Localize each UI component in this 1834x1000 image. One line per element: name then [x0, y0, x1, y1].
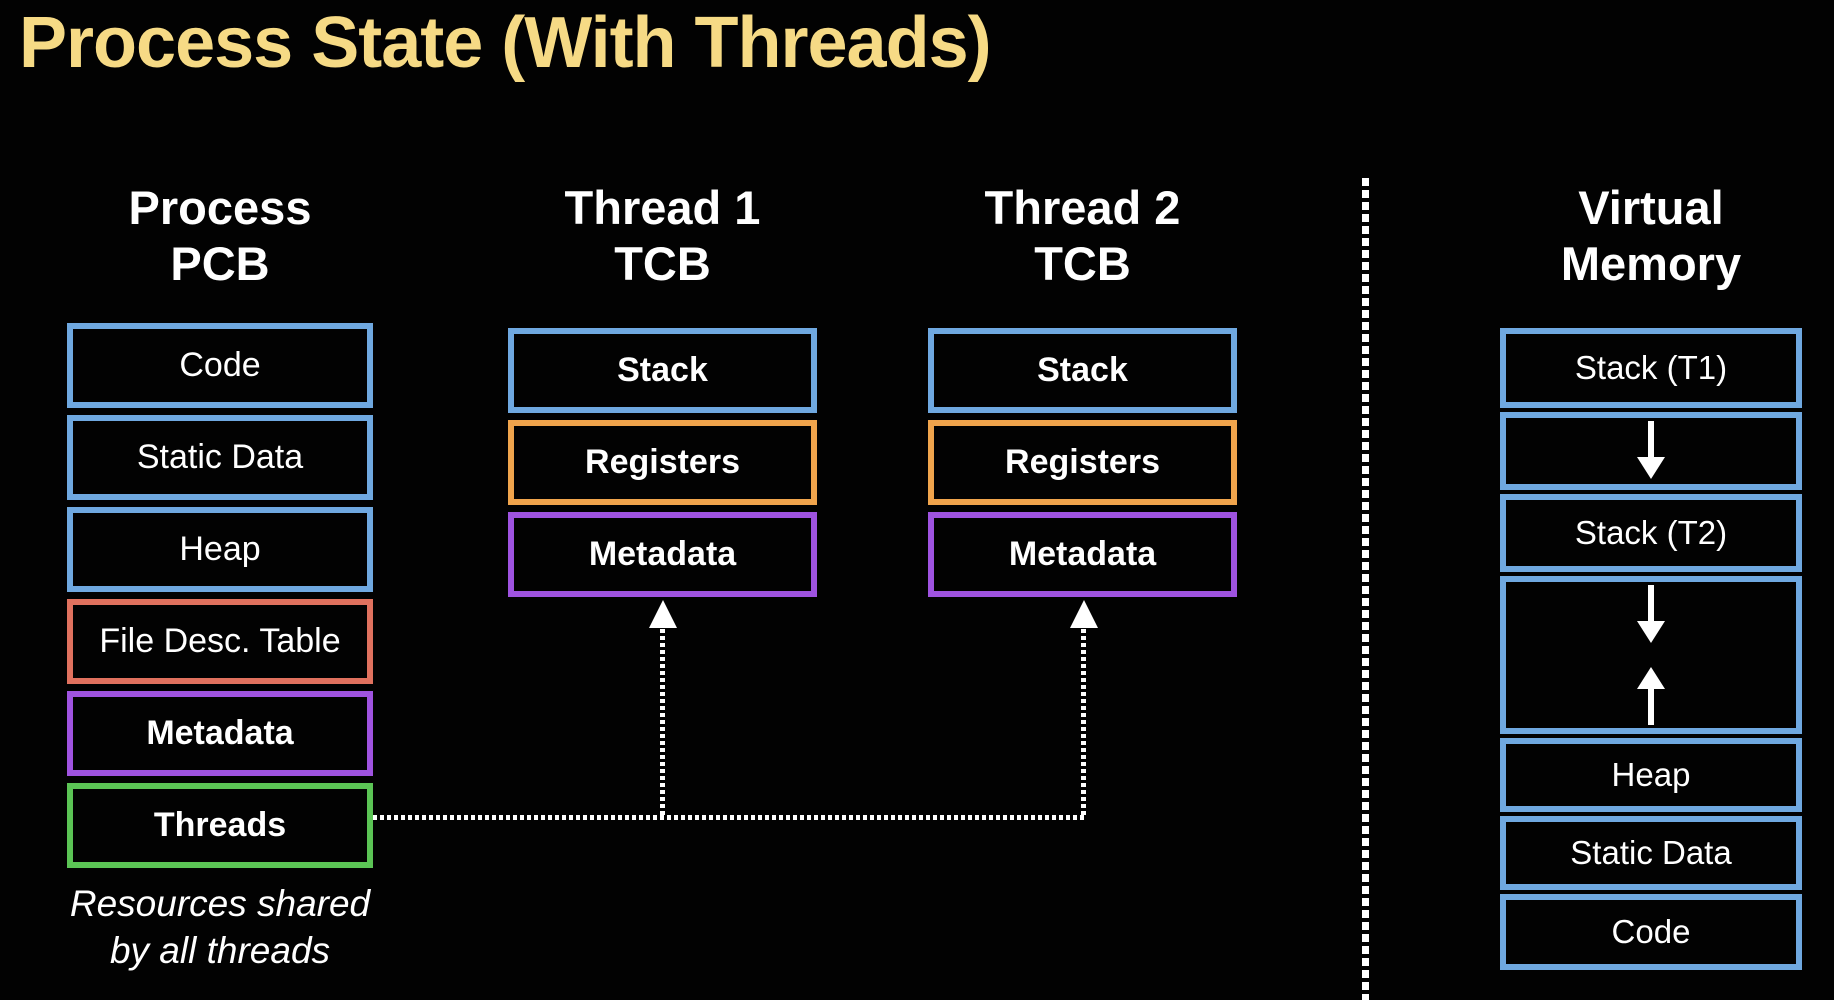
- arrow-down-icon: [1637, 421, 1665, 479]
- virtual-memory-cells: Stack (T1) Stack (T2) Heap Sta: [1500, 328, 1802, 970]
- shared-resources-note-line1: Resources shared: [69, 883, 371, 924]
- process-pcb-header: Process PCB: [67, 180, 373, 292]
- thread1-tcb-header-line2: TCB: [614, 237, 711, 290]
- thread2-tcb-column: Thread 2 TCB Stack Registers Metadata: [928, 180, 1237, 604]
- dotted-divider-line: [1362, 178, 1369, 1000]
- pcb-box-metadata: Metadata: [67, 691, 373, 776]
- thread2-tcb-header-line2: TCB: [1034, 237, 1131, 290]
- virtual-memory-header-line2: Memory: [1560, 237, 1742, 290]
- thread2-tcb-header: Thread 2 TCB: [928, 180, 1237, 292]
- vm-cell-stack-t1: Stack (T1): [1500, 328, 1802, 408]
- virtual-memory-column: Virtual Memory Stack (T1) Stack (T2): [1500, 180, 1802, 974]
- threads-connector-horizontal-line: [373, 815, 1086, 820]
- tcb2-box-stack: Stack: [928, 328, 1237, 413]
- process-pcb-header-line2: PCB: [170, 237, 270, 290]
- pcb-box-heap: Heap: [67, 507, 373, 592]
- process-pcb-boxes: Code Static Data Heap File Desc. Table M…: [67, 323, 373, 868]
- arrow-down-icon: [1637, 585, 1665, 643]
- tcb1-box-registers: Registers: [508, 420, 817, 505]
- tcb1-box-metadata: Metadata: [508, 512, 817, 597]
- process-pcb-header-line1: Process: [128, 181, 312, 234]
- pcb-box-static-data: Static Data: [67, 415, 373, 500]
- thread1-tcb-column: Thread 1 TCB Stack Registers Metadata: [508, 180, 817, 604]
- up-arrowhead-icon: [649, 600, 677, 628]
- up-arrowhead-icon: [1070, 600, 1098, 628]
- slide-title: Process State (With Threads): [19, 3, 992, 83]
- arrow-shaft: [1648, 585, 1654, 621]
- pcb-box-file-desc-table: File Desc. Table: [67, 599, 373, 684]
- thread2-tcb-header-line1: Thread 2: [984, 181, 1181, 234]
- virtual-memory-header-line1: Virtual: [1578, 181, 1724, 234]
- arrow-up-icon: [1637, 667, 1665, 725]
- thread1-tcb-header: Thread 1 TCB: [508, 180, 817, 292]
- threads-connector-vertical-line-t2: [1081, 629, 1086, 817]
- virtual-memory-header: Virtual Memory: [1500, 180, 1802, 292]
- threads-connector-vertical-line-t1: [660, 629, 665, 817]
- pcb-box-threads: Threads: [67, 783, 373, 868]
- thread2-tcb-boxes: Stack Registers Metadata: [928, 328, 1237, 597]
- vm-cell-code: Code: [1500, 894, 1802, 970]
- arrow-head-down: [1637, 621, 1665, 643]
- vm-cell-free-space: [1500, 576, 1802, 734]
- thread1-tcb-header-line1: Thread 1: [564, 181, 761, 234]
- process-pcb-column: Process PCB Code Static Data Heap File D…: [67, 180, 373, 974]
- tcb1-box-stack: Stack: [508, 328, 817, 413]
- tcb2-box-registers: Registers: [928, 420, 1237, 505]
- arrow-head-up: [1637, 667, 1665, 689]
- arrow-shaft: [1648, 689, 1654, 725]
- tcb2-box-metadata: Metadata: [928, 512, 1237, 597]
- thread1-tcb-boxes: Stack Registers Metadata: [508, 328, 817, 597]
- shared-resources-note-line2: by all threads: [109, 930, 331, 971]
- vm-cell-stack-growth-t1: [1500, 412, 1802, 490]
- vm-cell-static-data: Static Data: [1500, 816, 1802, 890]
- vm-cell-heap: Heap: [1500, 738, 1802, 812]
- shared-resources-note: Resources shared by all threads: [67, 880, 373, 974]
- arrow-head-down: [1637, 457, 1665, 479]
- pcb-box-code: Code: [67, 323, 373, 408]
- arrow-shaft: [1648, 421, 1654, 457]
- vm-cell-stack-t2: Stack (T2): [1500, 494, 1802, 572]
